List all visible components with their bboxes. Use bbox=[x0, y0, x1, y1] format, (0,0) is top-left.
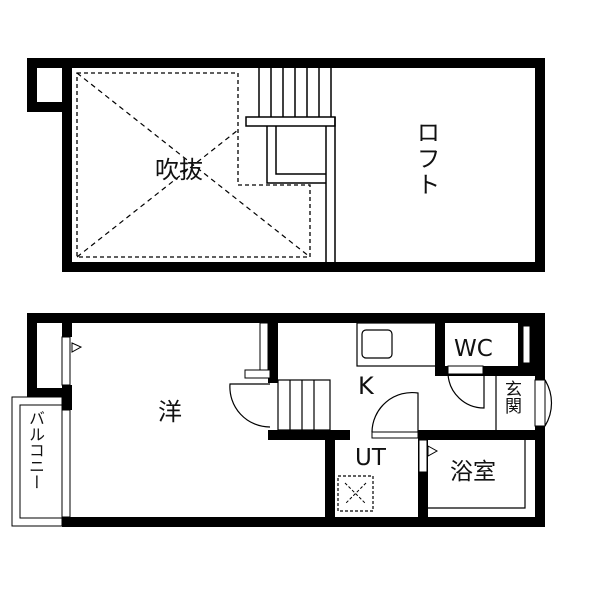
upper-staircase bbox=[245, 68, 336, 262]
lower-floor bbox=[11, 313, 553, 527]
window-western-upper bbox=[61, 336, 71, 386]
lower-staircase bbox=[277, 379, 331, 431]
door-wc bbox=[447, 373, 485, 409]
upper-wall-top bbox=[62, 58, 545, 68]
room-label-kitchen: K bbox=[358, 372, 374, 400]
room-label-bathroom: 浴室 bbox=[450, 459, 496, 485]
washing-machine-space bbox=[337, 475, 374, 512]
room-label-utility: UT bbox=[355, 445, 386, 471]
room-label-balcony: バルコニー bbox=[26, 410, 45, 490]
door-entrance bbox=[544, 379, 553, 427]
upper-wall-bottom bbox=[62, 262, 545, 272]
void-diagonal-2 bbox=[76, 129, 239, 258]
room-label-entrance: 玄関 bbox=[501, 380, 521, 414]
upper-floor bbox=[27, 58, 545, 272]
room-label-void: 吹抜 bbox=[155, 156, 203, 184]
room-label-wc: WC bbox=[454, 336, 493, 362]
void-outline bbox=[76, 72, 311, 258]
upper-wall-left bbox=[62, 58, 72, 272]
room-label-loft: ロフト bbox=[412, 120, 440, 198]
upper-wall-right bbox=[535, 58, 545, 272]
room-label-western: 洋 bbox=[158, 398, 182, 426]
kitchen-sink bbox=[361, 329, 393, 359]
lower-wall-bottom bbox=[62, 517, 545, 527]
window-western-lower bbox=[61, 409, 71, 518]
lower-wall-top bbox=[27, 313, 545, 323]
door-utility bbox=[371, 391, 419, 433]
door-western-room bbox=[229, 383, 271, 428]
